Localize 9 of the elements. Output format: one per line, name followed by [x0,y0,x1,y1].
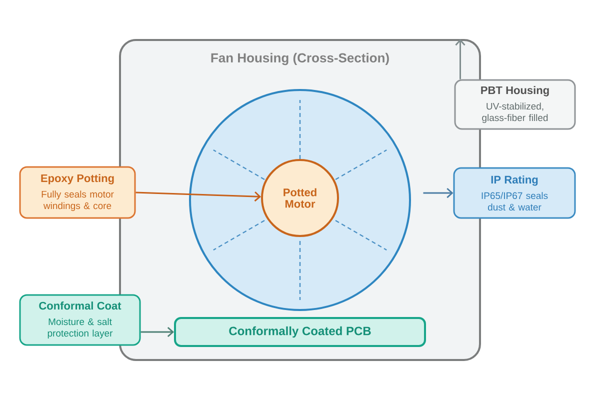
callout-box: IP Rating IP65/IP67 seals dust & water [453,167,576,219]
arrow [140,326,174,338]
arrow [136,191,262,202]
callout-box: Epoxy Potting Fully seals motor windings & core [19,166,136,219]
callout-box: PBT Housing UV-stabilized, glass-fiber filled [454,79,576,130]
pcb-box: Conformally Coated PCB [174,317,426,347]
arrow [423,188,454,198]
callout-box: Conformal Coat Moisture & salt protection layer [19,294,141,346]
leader-arrow [455,39,466,80]
